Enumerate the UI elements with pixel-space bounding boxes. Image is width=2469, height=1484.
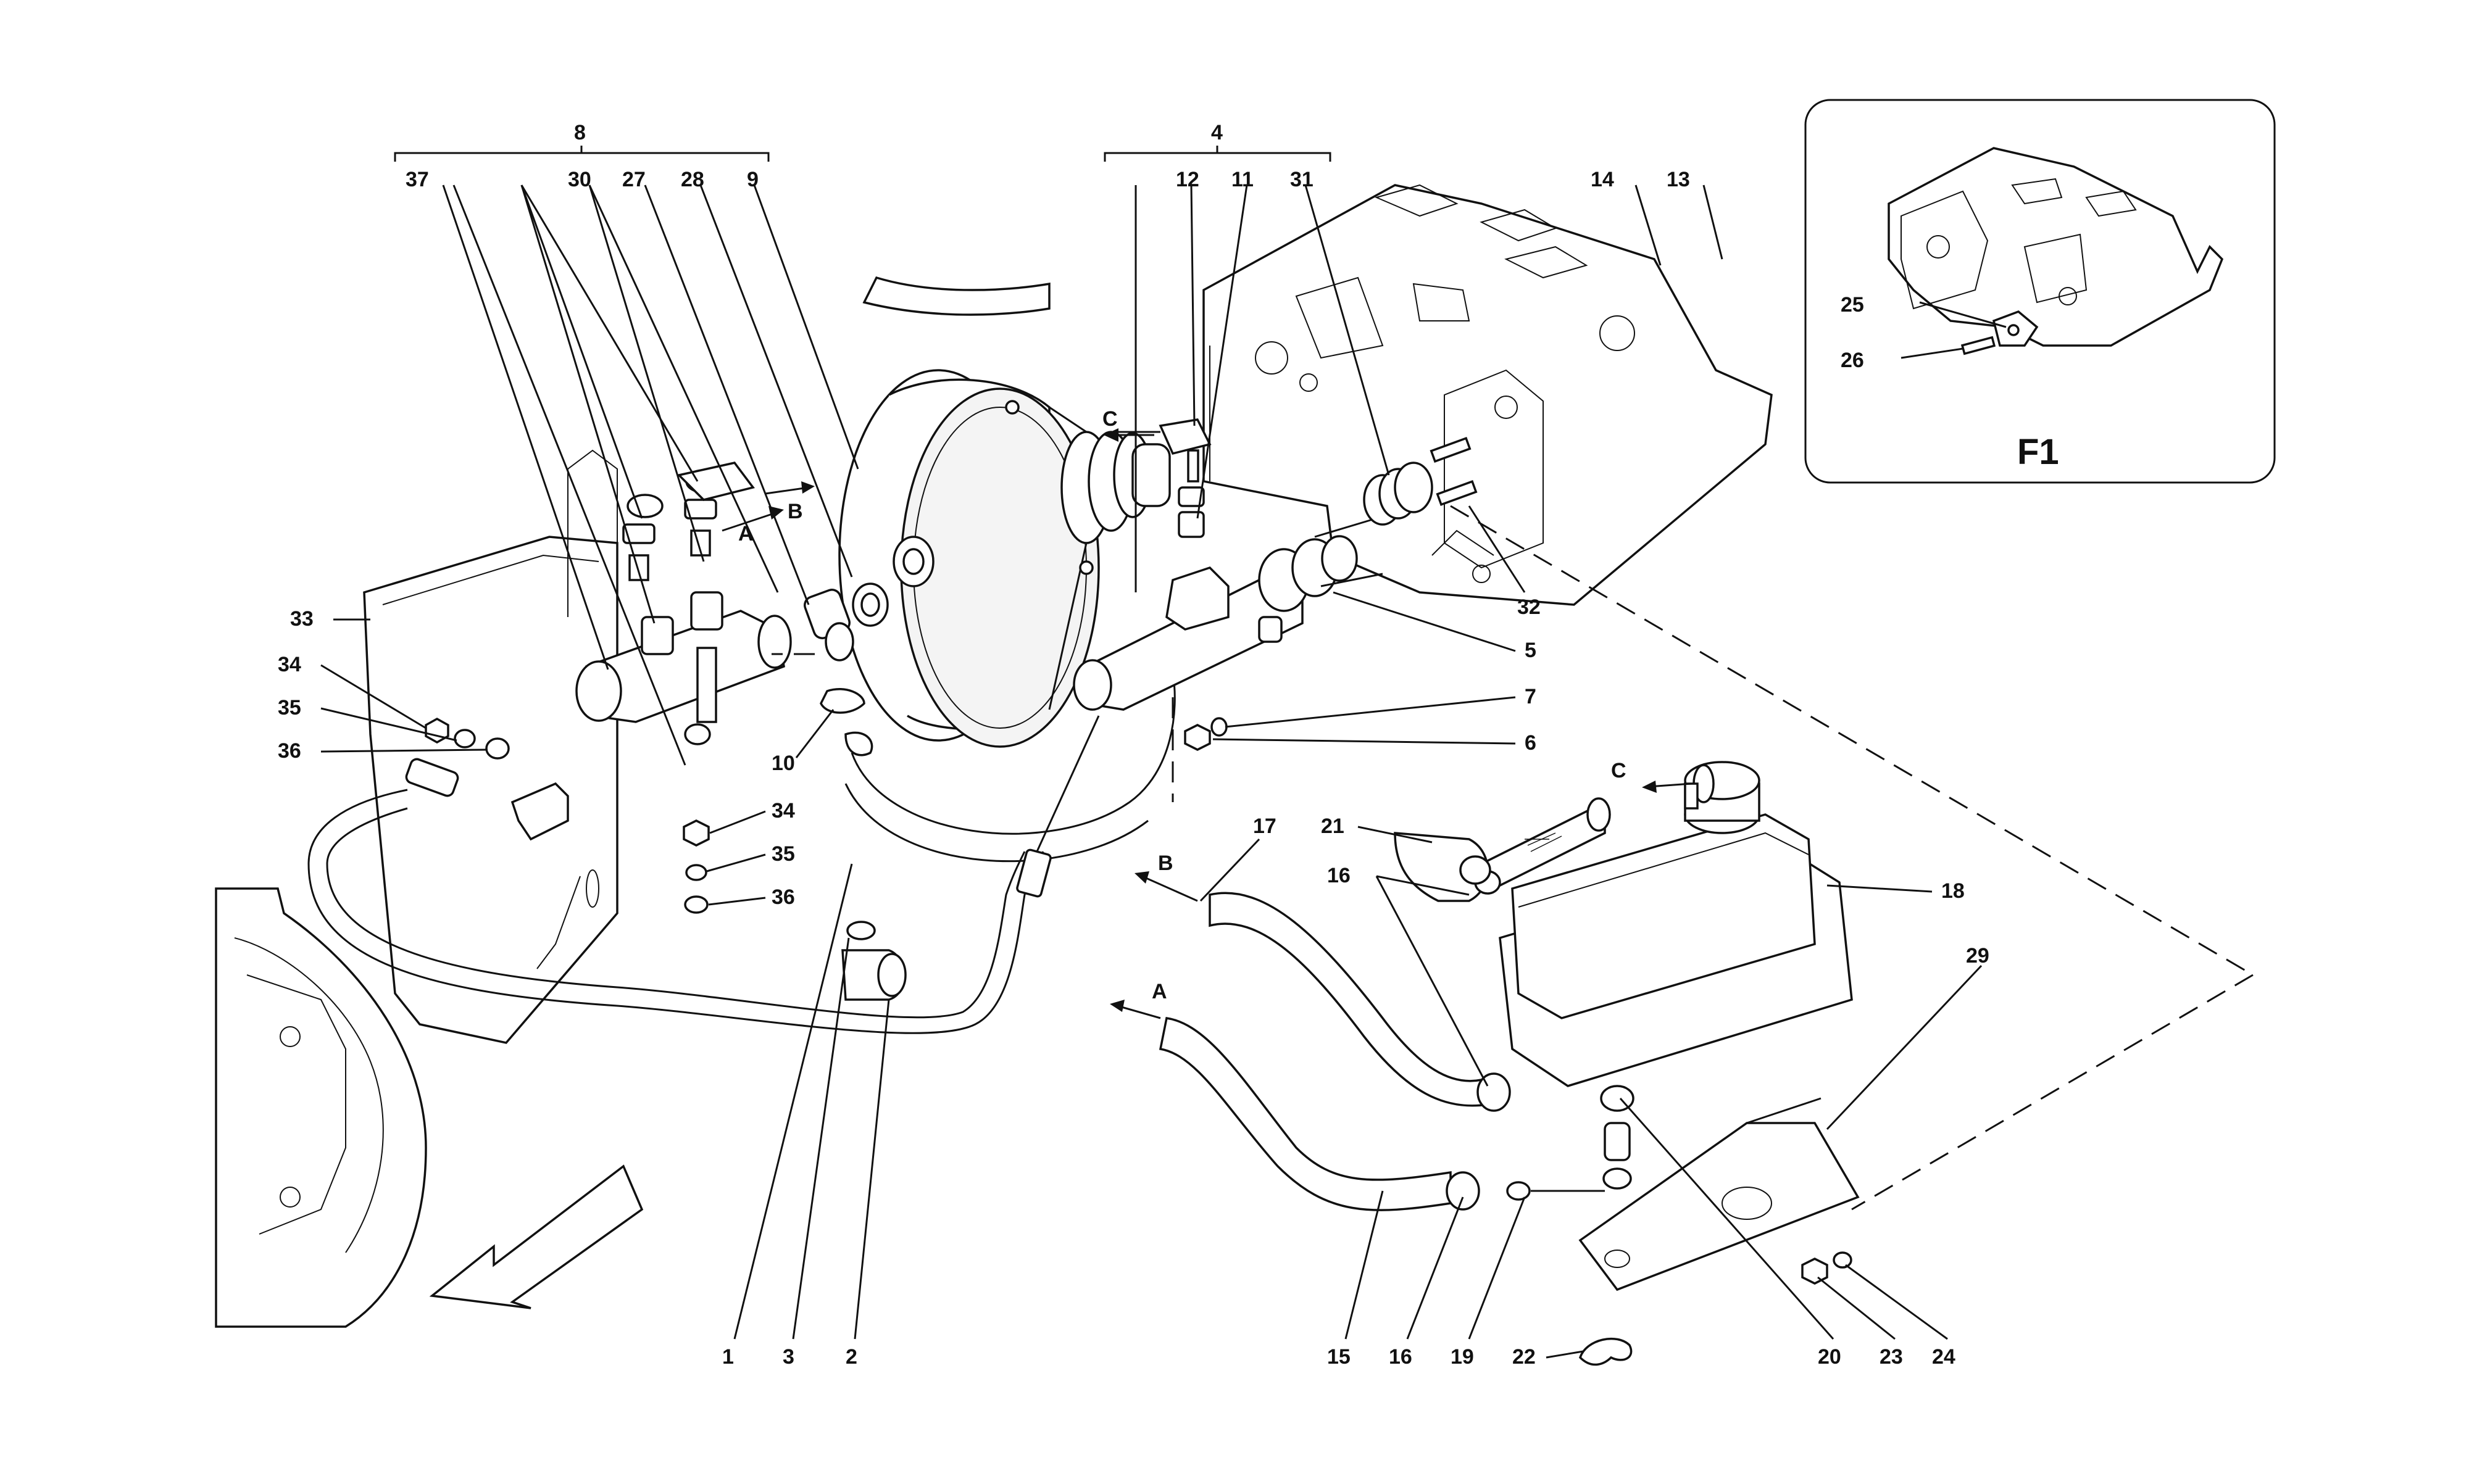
callout-36-upper: 36 — [278, 739, 301, 763]
brake-pipe — [307, 715, 1100, 1034]
callout-36-lower: 36 — [772, 885, 795, 909]
flow-letter-a-lower: A — [1152, 980, 1167, 1003]
callout-27: 27 — [622, 168, 646, 191]
callout-23: 23 — [1880, 1345, 1903, 1369]
hose-17 — [1209, 892, 1489, 1107]
transmission-housing — [1202, 184, 1773, 606]
vacuum-valve — [804, 582, 889, 757]
callout-22: 22 — [1512, 1345, 1536, 1369]
callout-19: 19 — [1451, 1345, 1474, 1369]
callout-3: 3 — [783, 1345, 794, 1369]
callout-28: 28 — [681, 168, 704, 191]
callout-16-lower: 16 — [1389, 1345, 1412, 1369]
callout-10: 10 — [772, 752, 795, 775]
callout-1: 1 — [722, 1345, 734, 1369]
nut-washer-6-7 — [1184, 717, 1228, 751]
flow-letter-c-upper: C — [1102, 407, 1118, 431]
brake-master-cylinder — [575, 462, 792, 745]
clip-22 — [1578, 1337, 1633, 1366]
rear-hose — [844, 276, 1176, 863]
dashed-guides — [772, 505, 2254, 1211]
callout-34-upper: 34 — [278, 653, 301, 676]
rubber-mount — [1506, 1085, 1634, 1201]
callout-35-lower: 35 — [772, 842, 795, 866]
flow-letters: A A B B C C — [738, 407, 1626, 1003]
callout-14: 14 — [1591, 168, 1614, 191]
leader-lines — [320, 184, 1983, 1359]
callout-21: 21 — [1321, 815, 1344, 838]
callout-34-lower: 34 — [772, 799, 795, 823]
pipe-clip — [841, 921, 907, 1001]
callout-13: 13 — [1667, 168, 1690, 191]
nut-washer-23-24 — [1801, 1251, 1852, 1285]
washer-stack-lower — [683, 819, 710, 914]
flow-letter-b-upper: B — [788, 500, 803, 523]
group-bracket-8 — [394, 146, 770, 162]
callout-20: 20 — [1818, 1345, 1841, 1369]
brake-booster — [838, 369, 1171, 748]
callout-6: 6 — [1525, 731, 1536, 755]
callout-32: 32 — [1517, 595, 1541, 619]
callout-18: 18 — [1941, 879, 1965, 903]
left-bracket — [363, 449, 618, 1044]
callout-30: 30 — [568, 168, 591, 191]
fluid-reservoir — [1499, 761, 1853, 1087]
callout-4: 4 — [1211, 121, 1223, 144]
bell-housing — [215, 887, 427, 1328]
callout-16-upper: 16 — [1327, 864, 1351, 887]
callout-31: 31 — [1290, 168, 1314, 191]
callout-7: 7 — [1525, 685, 1536, 708]
flow-letter-c-lower: C — [1611, 759, 1626, 782]
callout-9: 9 — [747, 168, 759, 191]
callout-35-upper: 35 — [278, 696, 301, 719]
callout-15: 15 — [1327, 1345, 1351, 1369]
inset-f1: 25 26 F1 — [1804, 99, 2276, 484]
group-bracket-4 — [1104, 146, 1331, 162]
callout-8: 8 — [574, 121, 586, 144]
direction-arrow — [429, 1164, 644, 1309]
callout-17: 17 — [1253, 815, 1276, 838]
callout-5: 5 — [1525, 639, 1536, 662]
callout-2: 2 — [846, 1345, 857, 1369]
hose-clamps — [1446, 855, 1511, 1211]
callout-29: 29 — [1966, 944, 1989, 968]
clutch-spring — [1363, 437, 1478, 526]
flow-letter-b-lower: B — [1158, 852, 1173, 875]
inset-title: F1 — [2017, 432, 2059, 472]
callout-12: 12 — [1176, 168, 1199, 191]
clutch-master-cylinder — [1073, 418, 1383, 711]
callout-24: 24 — [1932, 1345, 1955, 1369]
callout-25: 25 — [1841, 293, 1864, 317]
callout-11: 11 — [1231, 168, 1254, 191]
reservoir-bracket — [1578, 1097, 1860, 1291]
callout-33: 33 — [290, 607, 314, 631]
callout-labels: 8 4 37 30 27 28 9 12 11 31 14 13 32 5 7 … — [278, 121, 1989, 1369]
callout-26: 26 — [1841, 349, 1864, 372]
callout-37: 37 — [406, 168, 429, 191]
